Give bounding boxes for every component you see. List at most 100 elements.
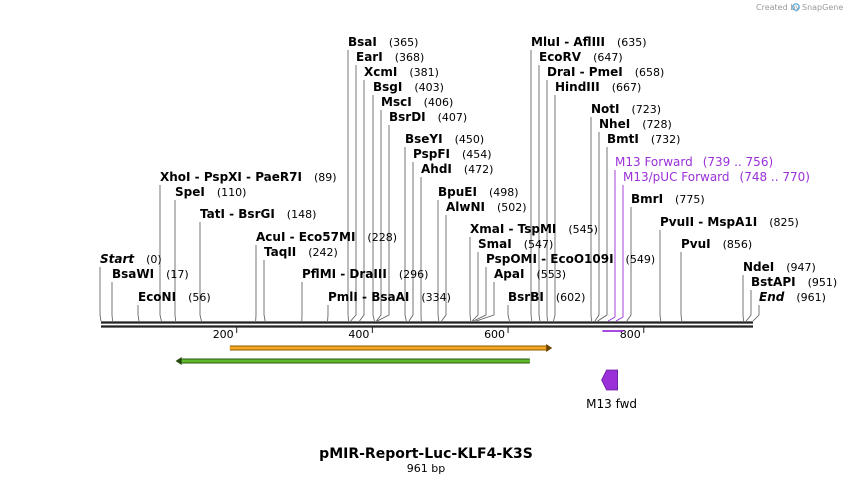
site-bsgi[interactable]: BsgI (403) — [373, 80, 444, 94]
snapgene-credit: Created by SnapGene — [756, 3, 843, 12]
site-ahdi[interactable]: AhdI(472) — [421, 162, 493, 176]
site-apai[interactable]: ApaI(553) — [494, 267, 566, 281]
primer-range-m13-puc-forward: (748 .. 770) — [740, 170, 810, 184]
site-name-mlui: MluI - AflIII — [531, 35, 605, 49]
site-acui[interactable]: AcuI - Eco57MI(228) — [256, 230, 397, 244]
leader-bsgi — [372, 95, 375, 322]
site-pflmi[interactable]: PflMI - DraIII(296) — [302, 267, 428, 281]
leader-apai — [476, 282, 495, 322]
primer-range-m13-forward: (739 .. 756) — [703, 155, 773, 169]
tick-label-600: 600 — [484, 328, 505, 341]
site-pos-hindiii: (667) — [612, 81, 642, 94]
site-pos-ecorv: (647) — [593, 51, 623, 64]
site-name-bsgi: BsgI — [373, 80, 402, 94]
site-hindiii[interactable]: HindIII(667) — [555, 80, 641, 94]
site-name-nhei: NheI — [599, 117, 630, 131]
site-name-econi: EcoNI — [138, 290, 176, 304]
primer-m13-puc-forward[interactable]: M13/pUC Forward(748 .. 770) — [623, 170, 810, 184]
site-ecorv[interactable]: EcoRV (647) — [539, 50, 623, 64]
site-bsrbi[interactable]: BsrBI(602) — [508, 290, 585, 304]
site-pos-xhoi: (89) — [314, 171, 337, 184]
site-bpuei[interactable]: BpuEI(498) — [438, 185, 519, 199]
site-name-bstapi: BstAPI — [751, 275, 796, 289]
backbone — [101, 321, 753, 328]
primer-leader-m13-puc-forward — [615, 185, 624, 322]
site-econi[interactable]: EcoNI(56) — [138, 290, 211, 304]
site-pos-acui: (228) — [367, 231, 397, 244]
primer-m13-forward[interactable]: M13 Forward (739 .. 756) — [615, 155, 773, 169]
leader-bpuei — [437, 200, 440, 322]
site-pspfi[interactable]: PspFI(454) — [413, 147, 492, 161]
site-name-pspomi: PspOMI - EcoO109I — [486, 252, 614, 266]
site-xcmi[interactable]: XcmI(381) — [364, 65, 439, 79]
site-pos-msci: (406) — [424, 96, 454, 109]
site-pspomi[interactable]: PspOMI - EcoO109I (549) — [486, 252, 655, 266]
site-bmri[interactable]: BmrI(775) — [631, 192, 705, 206]
leader-mlui — [530, 50, 533, 322]
site-start[interactable]: Start(0) — [100, 252, 162, 266]
site-pvui[interactable]: PvuI(856) — [681, 237, 752, 251]
site-mlui[interactable]: MluI - AflIII (635) — [531, 35, 647, 49]
snapgene-logo-icon — [792, 3, 800, 11]
site-name-pvuii: PvuII - MspA1I — [660, 215, 757, 229]
site-bseyi[interactable]: BseYI (450) — [405, 132, 484, 146]
tick-label-200: 200 — [213, 328, 234, 341]
site-drai[interactable]: DraI - PmeI(658) — [547, 65, 664, 79]
site-smai[interactable]: SmaI(547) — [478, 237, 553, 251]
leader-taqii — [263, 260, 266, 322]
site-name-apai: ApaI — [494, 267, 524, 281]
site-bsawi[interactable]: BsaWI(17) — [112, 267, 189, 281]
site-pos-taqii: (242) — [308, 246, 338, 259]
site-pvuii[interactable]: PvuII - MspA1I (825) — [660, 215, 799, 229]
site-end[interactable]: End(961) — [759, 290, 826, 304]
m13-fwd-label: M13 fwd — [586, 397, 637, 411]
site-pos-pvuii: (825) — [769, 216, 799, 229]
site-name-noti: NotI — [591, 102, 620, 116]
leader-xcmi — [359, 80, 365, 322]
site-msci[interactable]: MscI(406) — [381, 95, 453, 109]
m13-fwd-feature[interactable]: M13 fwd — [586, 369, 637, 411]
site-bmti[interactable]: BmtI(732) — [607, 132, 680, 146]
site-xhoi[interactable]: XhoI - PspXI - PaeR7I(89) — [160, 170, 337, 184]
map-title: pMIR-Report-Luc-KLF4-K3S — [319, 446, 533, 462]
site-pmli[interactable]: PmlI - BsaAI(334) — [328, 290, 451, 304]
m13-fwd-arrow[interactable] — [601, 369, 618, 391]
leader-xhoi — [159, 185, 162, 322]
site-ndei[interactable]: NdeI(947) — [743, 260, 816, 274]
primer-name-m13-forward: M13 Forward — [615, 155, 693, 169]
site-nhei[interactable]: NheI(728) — [599, 117, 672, 131]
site-eari[interactable]: EarI(368) — [356, 50, 424, 64]
leader-eari — [350, 65, 357, 322]
site-xmai[interactable]: XmaI - TspMI(545) — [470, 222, 598, 236]
site-pos-pspfi: (454) — [462, 148, 492, 161]
leader-bsrdi — [376, 125, 390, 322]
site-alwni[interactable]: AlwNI(502) — [446, 200, 527, 214]
site-pos-pspomi: (549) — [626, 253, 656, 266]
leader-pspfi — [408, 162, 414, 322]
site-name-taqii: TaqII — [264, 245, 296, 259]
leader-bsai — [347, 50, 350, 322]
tick-label-800: 800 — [620, 328, 641, 341]
site-bsai[interactable]: BsaI(365) — [348, 35, 418, 49]
site-pos-bseyi: (450) — [455, 133, 485, 146]
leader-end — [752, 305, 760, 322]
site-bsrdi[interactable]: BsrDI(407) — [389, 110, 467, 124]
site-name-drai: DraI - PmeI — [547, 65, 623, 79]
site-bstapi[interactable]: BstAPI(951) — [751, 275, 837, 289]
site-pos-mlui: (635) — [617, 36, 647, 49]
site-tati[interactable]: TatI - BsrGI(148) — [200, 207, 316, 221]
leader-noti — [590, 117, 592, 322]
site-pos-bsgi: (403) — [414, 81, 444, 94]
primer-leader-m13-forward — [607, 170, 616, 322]
site-speI[interactable]: SpeI(110) — [175, 185, 246, 199]
leader-nhei — [594, 132, 600, 322]
leader-smai — [471, 252, 479, 322]
site-noti[interactable]: NotI (723) — [591, 102, 661, 116]
site-pos-bsawi: (17) — [166, 268, 189, 281]
site-taqii[interactable]: TaqII (242) — [264, 245, 338, 259]
site-name-ecorv: EcoRV — [539, 50, 582, 64]
site-name-bseyi: BseYI — [405, 132, 443, 146]
leader-econi — [137, 305, 140, 322]
site-pos-noti: (723) — [632, 103, 662, 116]
